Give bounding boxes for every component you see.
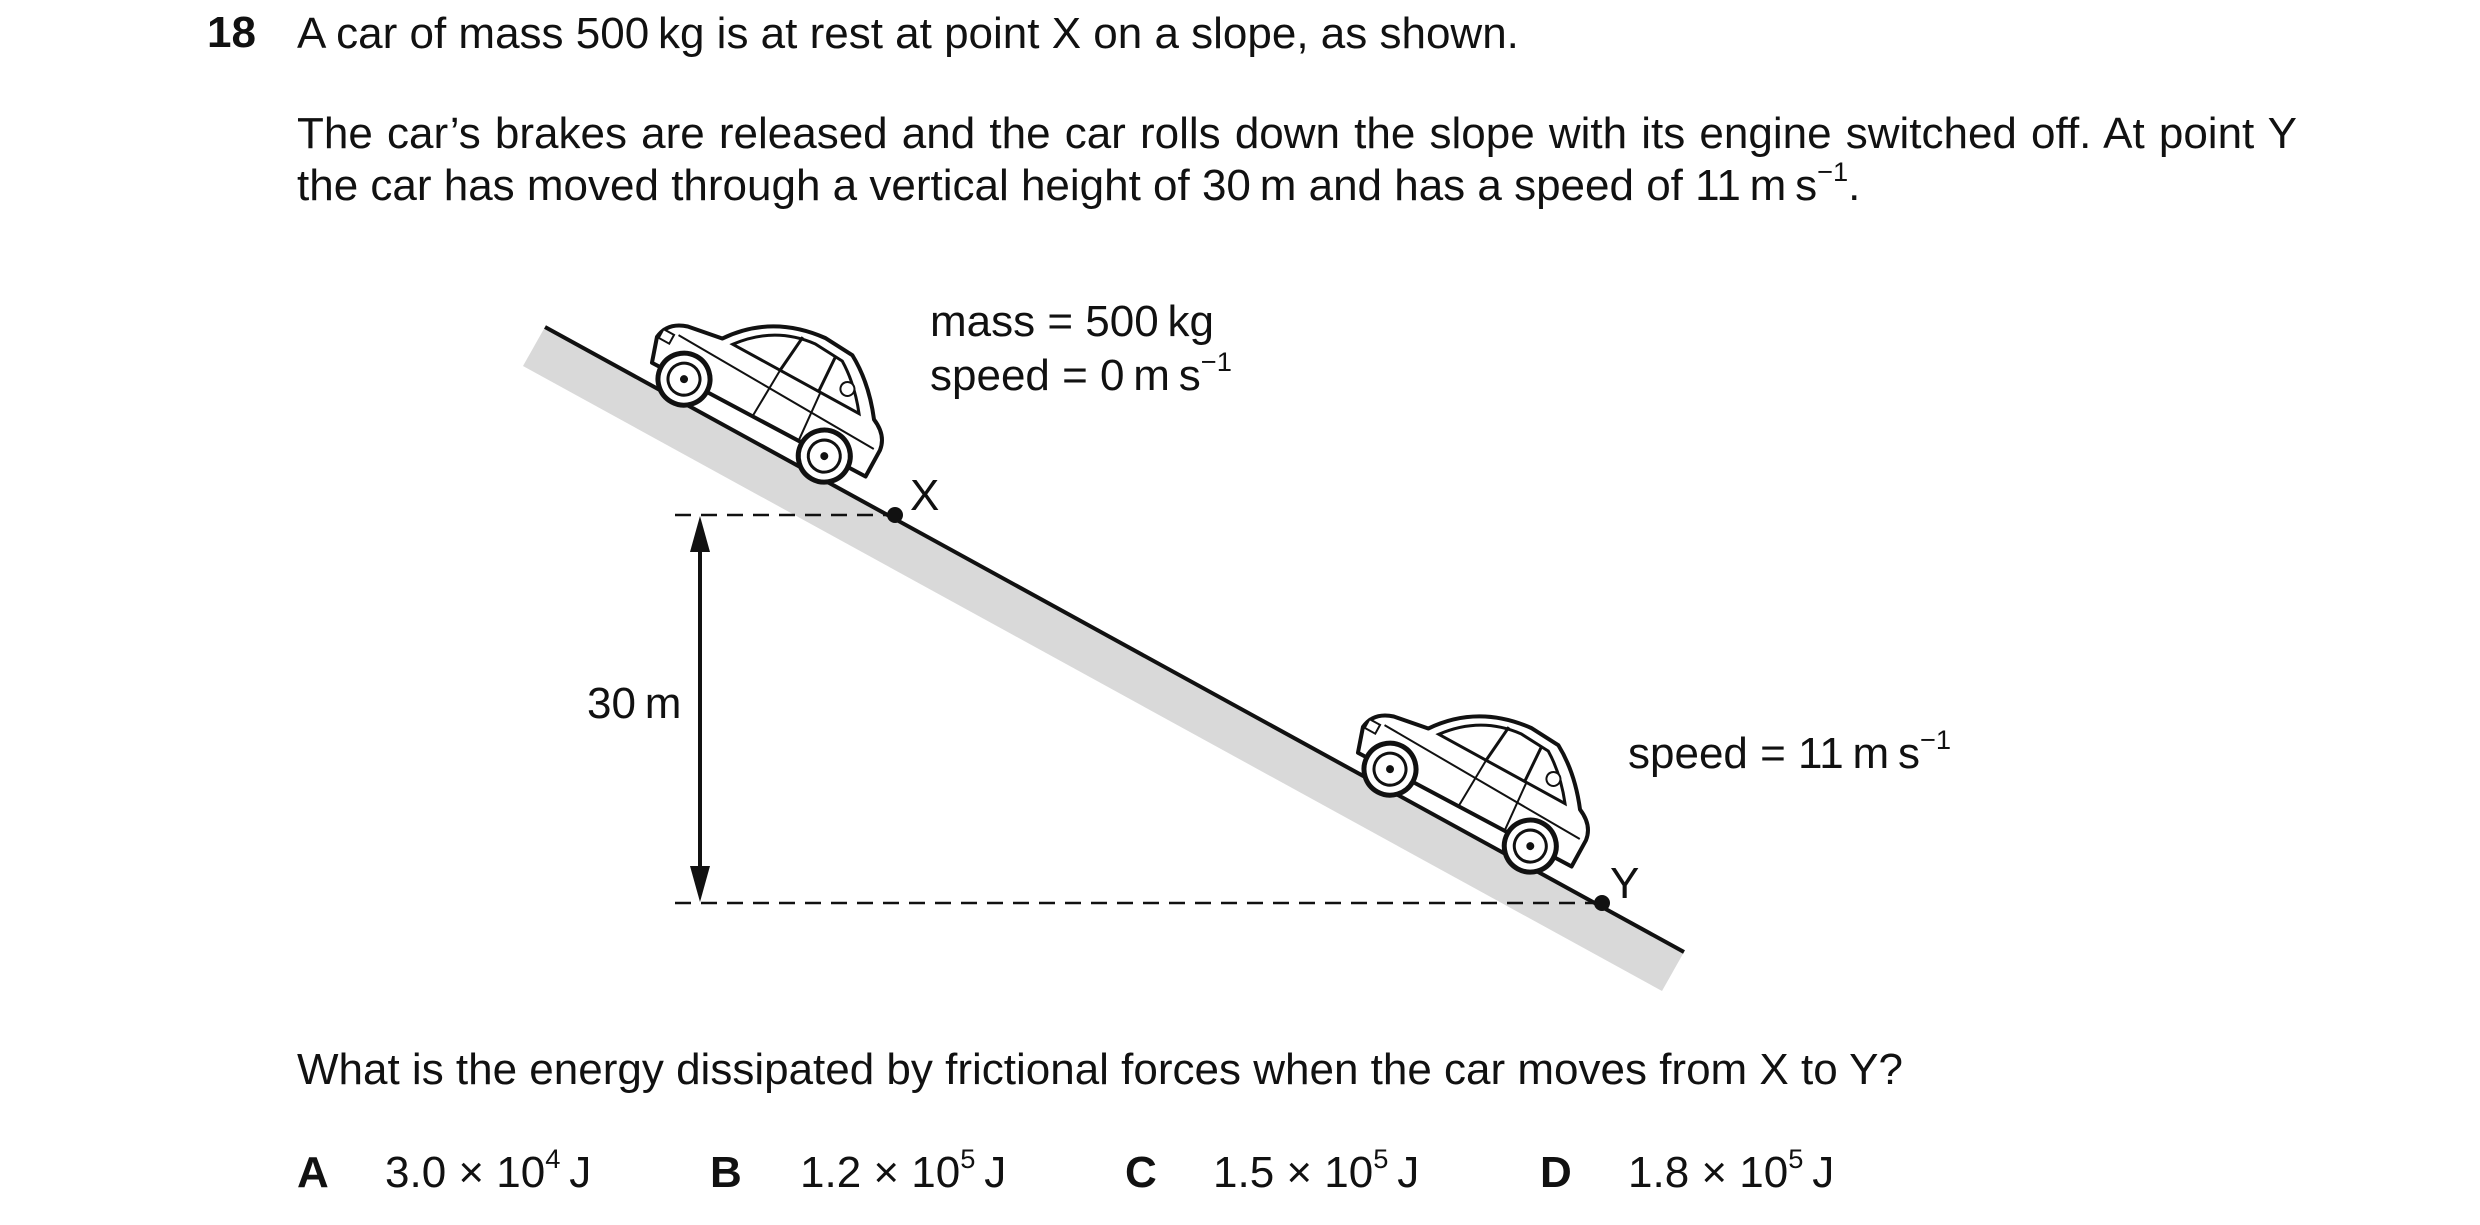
paragraph-text: The car’s brakes are released and the ca… [297, 109, 2297, 210]
option-c-exponent: 5 [1373, 1142, 1389, 1174]
question-prompt: What is the energy dissipated by frictio… [297, 1045, 1903, 1094]
option-c-letter[interactable]: C [1125, 1148, 1157, 1197]
question-intro: A car of mass 500 kg is at rest at point… [297, 9, 1519, 58]
slope-surface [544, 325, 1685, 954]
speed-y-exponent: −1 [1919, 723, 1952, 755]
slope-shading [523, 327, 1684, 991]
option-d-letter[interactable]: D [1540, 1148, 1572, 1197]
mass-label: mass = 500 kg [930, 297, 1214, 346]
arrow-head-up [690, 516, 710, 552]
point-y-label: Y [1610, 859, 1640, 908]
point-y-marker [1594, 895, 1610, 911]
paragraph-end: . [1848, 161, 1861, 210]
paragraph-exponent: −1 [1817, 155, 1849, 187]
question-number: 18 [207, 8, 256, 57]
height-label: 30 m [587, 679, 682, 728]
option-d-exponent: 5 [1788, 1142, 1804, 1174]
option-b-unit: J [975, 1148, 1007, 1197]
point-x-marker [887, 507, 903, 523]
question-paragraph: The car’s brakes are released and the ca… [297, 108, 2297, 217]
arrow-head-down [690, 866, 710, 902]
option-a-value[interactable]: 3.0 × 104 J [385, 1143, 592, 1198]
option-d-unit: J [1803, 1148, 1835, 1197]
speed-y-label: speed = 11 m s−1 [1628, 724, 1951, 781]
option-a-unit: J [560, 1148, 592, 1197]
speed-x-text: speed = 0 m s [930, 351, 1201, 400]
option-a-exponent: 4 [545, 1142, 561, 1174]
point-x-label: X [910, 471, 940, 520]
option-b-letter[interactable]: B [710, 1148, 742, 1197]
option-c-mantissa: 1.5 × 10 [1213, 1148, 1374, 1197]
speed-y-text: speed = 11 m s [1628, 729, 1920, 778]
option-a-mantissa: 3.0 × 10 [385, 1148, 546, 1197]
option-d-mantissa: 1.8 × 10 [1628, 1148, 1789, 1197]
option-b-mantissa: 1.2 × 10 [800, 1148, 961, 1197]
option-a-letter[interactable]: A [297, 1148, 329, 1197]
option-c-unit: J [1388, 1148, 1420, 1197]
option-b-value[interactable]: 1.2 × 105 J [800, 1143, 1007, 1198]
speed-x-exponent: −1 [1200, 345, 1232, 377]
option-b-exponent: 5 [960, 1142, 976, 1174]
option-c-value[interactable]: 1.5 × 105 J [1213, 1143, 1420, 1198]
option-d-value[interactable]: 1.8 × 105 J [1628, 1143, 1835, 1198]
speed-x-label: speed = 0 m s−1 [930, 346, 1232, 403]
